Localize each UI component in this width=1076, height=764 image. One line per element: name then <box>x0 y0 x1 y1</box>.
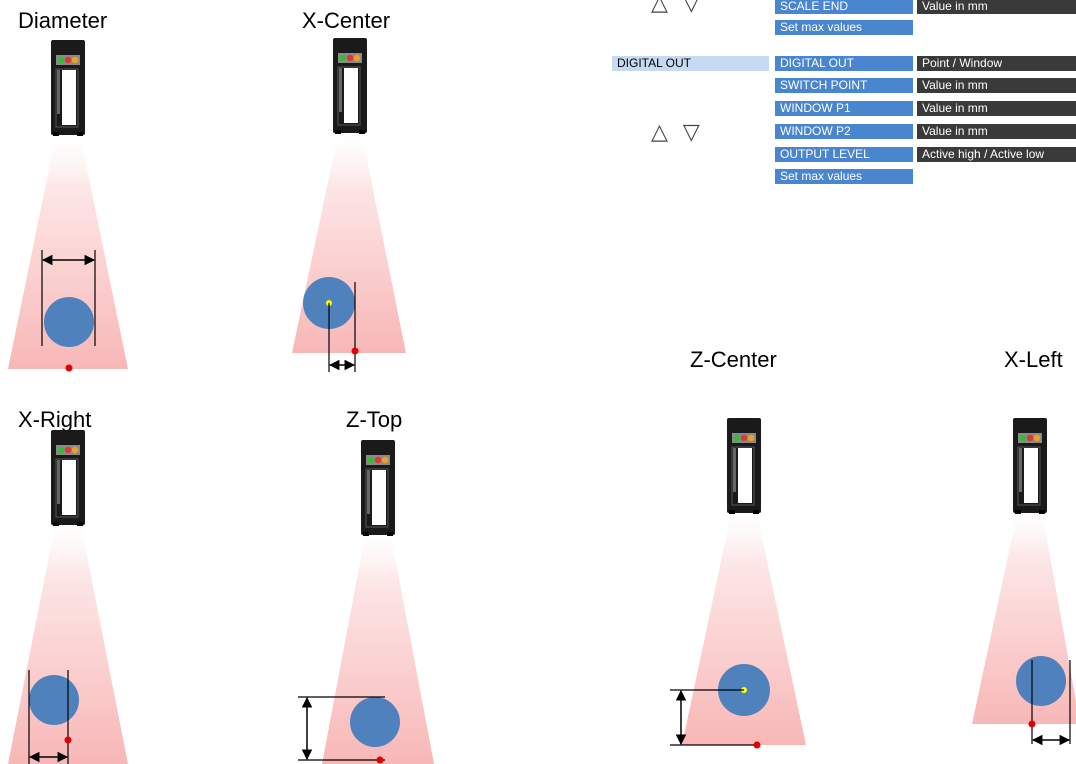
menu-key-window-p2[interactable]: WINDOW P2 <box>775 124 913 139</box>
set-max-values-button[interactable]: Set max values <box>775 20 913 35</box>
set-max-values-button-2[interactable]: Set max values <box>775 169 913 184</box>
scene-x-center <box>292 37 406 372</box>
menu-header-digital-out[interactable]: DIGITAL OUT <box>612 56 769 71</box>
target-object <box>44 297 94 347</box>
beam-cone <box>682 500 806 745</box>
sensor-icon <box>1012 417 1048 515</box>
label-x-center: X-Center <box>302 8 391 33</box>
menu-value-digital-out[interactable]: Point / Window <box>917 56 1076 71</box>
label-diameter: Diameter <box>18 8 108 33</box>
reference-dot <box>753 741 761 749</box>
menu-value-switch-point[interactable]: Value in mm <box>917 78 1076 93</box>
sensor-icon <box>360 439 396 537</box>
scene-x-right <box>8 429 128 764</box>
scene-x-left <box>972 417 1076 746</box>
reference-dot <box>376 756 384 764</box>
up-down-arrows-icon: △ ▽ <box>651 0 704 16</box>
beam-cone <box>322 520 434 764</box>
reference-dot <box>1028 720 1036 728</box>
scene-diameter <box>8 39 128 372</box>
label-x-right: X-Right <box>18 407 92 432</box>
menu-key-output-level[interactable]: OUTPUT LEVEL <box>775 147 913 162</box>
target-object <box>29 675 79 725</box>
up-down-arrows-icon-2: △ ▽ <box>651 120 704 145</box>
reference-dot <box>351 347 359 355</box>
scene-z-center <box>670 417 806 749</box>
target-object <box>350 697 400 747</box>
label-z-top: Z-Top <box>346 407 403 432</box>
menu-key-scale-end[interactable]: SCALE END <box>775 0 913 14</box>
sensor-icon <box>50 429 86 527</box>
sensor-icon <box>726 417 762 515</box>
menu-key-window-p1[interactable]: WINDOW P1 <box>775 101 913 116</box>
menu-key-digital-out[interactable]: DIGITAL OUT <box>775 56 913 71</box>
menu-value-scale-end[interactable]: Value in mm <box>917 0 1076 14</box>
beam-cone <box>8 125 128 369</box>
reference-dot <box>65 364 73 372</box>
menu-key-switch-point[interactable]: SWITCH POINT <box>775 78 913 93</box>
menu-value-window-p1[interactable]: Value in mm <box>917 101 1076 116</box>
label-z-center: Z-Center <box>690 347 777 372</box>
reference-dot <box>64 736 72 744</box>
menu-value-output-level[interactable]: Active high / Active low <box>917 147 1076 162</box>
menu-value-window-p2[interactable]: Value in mm <box>917 124 1076 139</box>
label-x-left: X-Left <box>1004 347 1063 372</box>
scene-z-top <box>298 439 434 764</box>
target-object <box>1016 656 1066 706</box>
sensor-icon <box>332 37 368 135</box>
sensor-icon <box>50 39 86 137</box>
